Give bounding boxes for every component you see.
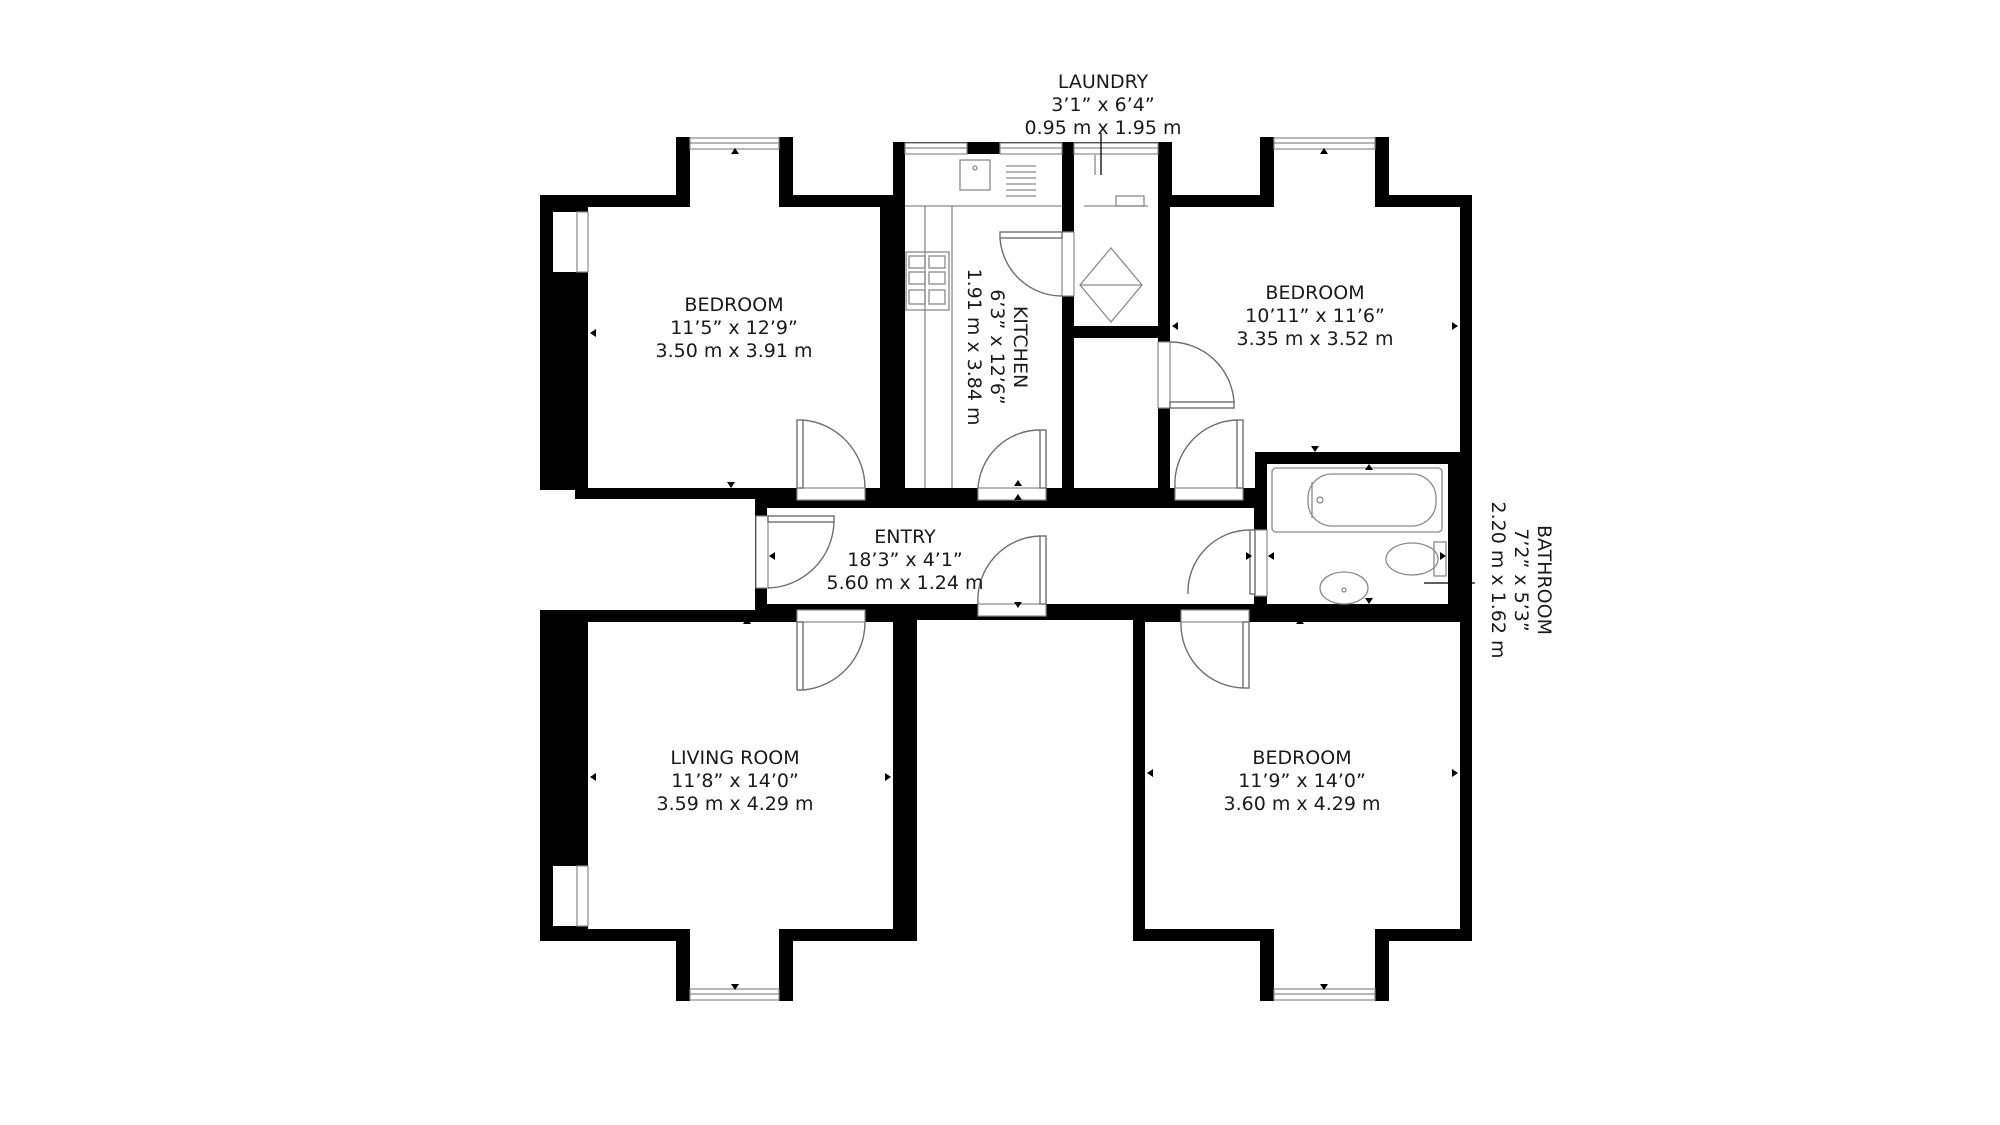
room-label-laundry: LAUNDRY 3’1” x 6’4” 0.95 m x 1.95 m	[1024, 71, 1181, 139]
doors	[755, 231, 1268, 691]
window-bedroom-nw	[689, 137, 780, 154]
room-name: BATHROOM	[1533, 525, 1555, 635]
door-bedroom-se	[1180, 609, 1250, 689]
room-size-metric: 3.60 m x 4.29 m	[1223, 793, 1380, 815]
room-size-metric: 3.50 m x 3.91 m	[655, 340, 812, 362]
room-size-metric: 2.20 m x 1.62 m	[1487, 501, 1509, 658]
room-label-bedroom-se: BEDROOM 11’9” x 14’0” 3.60 m x 4.29 m	[1223, 747, 1380, 815]
room-size-metric: 1.91 m x 3.84 m	[963, 268, 985, 425]
door-living-room	[796, 609, 866, 691]
room-size-metric: 3.59 m x 4.29 m	[656, 793, 813, 815]
door-entry-closet	[977, 535, 1047, 617]
room-size-imperial: 6’3” x 12’6”	[986, 289, 1008, 405]
room-floors	[553, 149, 1460, 989]
window-kitchen-2	[999, 142, 1063, 155]
bathtub-icon	[1271, 467, 1443, 533]
room-size-imperial: 18’3” x 4’1”	[847, 549, 963, 571]
door-laundry	[999, 231, 1075, 297]
room-name: BEDROOM	[1265, 282, 1364, 304]
door-bedroom-ne	[1174, 419, 1244, 501]
window-bay-sw	[576, 865, 589, 927]
dimension-ticks	[590, 322, 1458, 781]
room-label-living-room: LIVING ROOM 11’8” x 14’0” 3.59 m x 4.29 …	[656, 747, 813, 815]
door-entry-front	[755, 515, 835, 589]
room-label-kitchen: KITCHEN 6’3” x 12’6” 1.91 m x 3.84 m	[963, 268, 1031, 425]
room-label-bedroom-ne: BEDROOM 10’11” x 11’6” 3.35 m x 3.52 m	[1236, 282, 1393, 350]
door-bedroom-nw	[796, 419, 866, 501]
room-name: KITCHEN	[1009, 306, 1031, 388]
room-name: LAUNDRY	[1058, 71, 1149, 93]
door-closet	[1157, 341, 1235, 409]
toilet-icon	[1385, 541, 1447, 577]
window-kitchen	[904, 142, 968, 155]
room-size-imperial: 10’11” x 11’6”	[1245, 305, 1385, 327]
window-bedroom-se	[1273, 984, 1376, 1001]
windows	[576, 137, 1376, 1001]
room-size-metric: 3.35 m x 3.52 m	[1236, 328, 1393, 350]
fixtures	[905, 133, 1475, 605]
room-label-entry: ENTRY 18’3” x 4’1” 5.60 m x 1.24 m	[826, 526, 983, 594]
window-bay-nw	[576, 211, 589, 273]
kitchen-counter	[905, 205, 1062, 488]
room-name: BEDROOM	[684, 294, 783, 316]
room-label-bedroom-nw: BEDROOM 11’5” x 12’9” 3.50 m x 3.91 m	[655, 294, 812, 362]
room-size-imperial: 11’9” x 14’0”	[1238, 770, 1366, 792]
room-size-imperial: 7’2” x 5’3”	[1510, 528, 1532, 631]
room-size-metric: 5.60 m x 1.24 m	[826, 572, 983, 594]
window-living-room	[689, 984, 780, 1001]
room-size-metric: 0.95 m x 1.95 m	[1024, 117, 1181, 139]
interior-walls	[893, 142, 1472, 941]
room-name: BEDROOM	[1252, 747, 1351, 769]
room-size-imperial: 11’5” x 12’9”	[670, 317, 798, 339]
bathroom-sink-icon	[1319, 571, 1369, 605]
room-size-imperial: 11’8” x 14’0”	[671, 770, 799, 792]
room-size-imperial: 3’1” x 6’4”	[1051, 94, 1154, 116]
window-laundry	[1073, 142, 1159, 155]
sink-icon	[959, 159, 1036, 197]
room-label-bathroom: BATHROOM 7’2” x 5’3” 2.20 m x 1.62 m	[1487, 501, 1555, 658]
door-bathroom	[1187, 529, 1268, 597]
door-kitchen	[977, 429, 1047, 501]
room-name: LIVING ROOM	[670, 747, 799, 769]
window-bedroom-ne	[1273, 137, 1376, 154]
washer-icon	[1079, 155, 1148, 324]
room-name: ENTRY	[874, 526, 936, 548]
stove-icon	[905, 251, 950, 311]
